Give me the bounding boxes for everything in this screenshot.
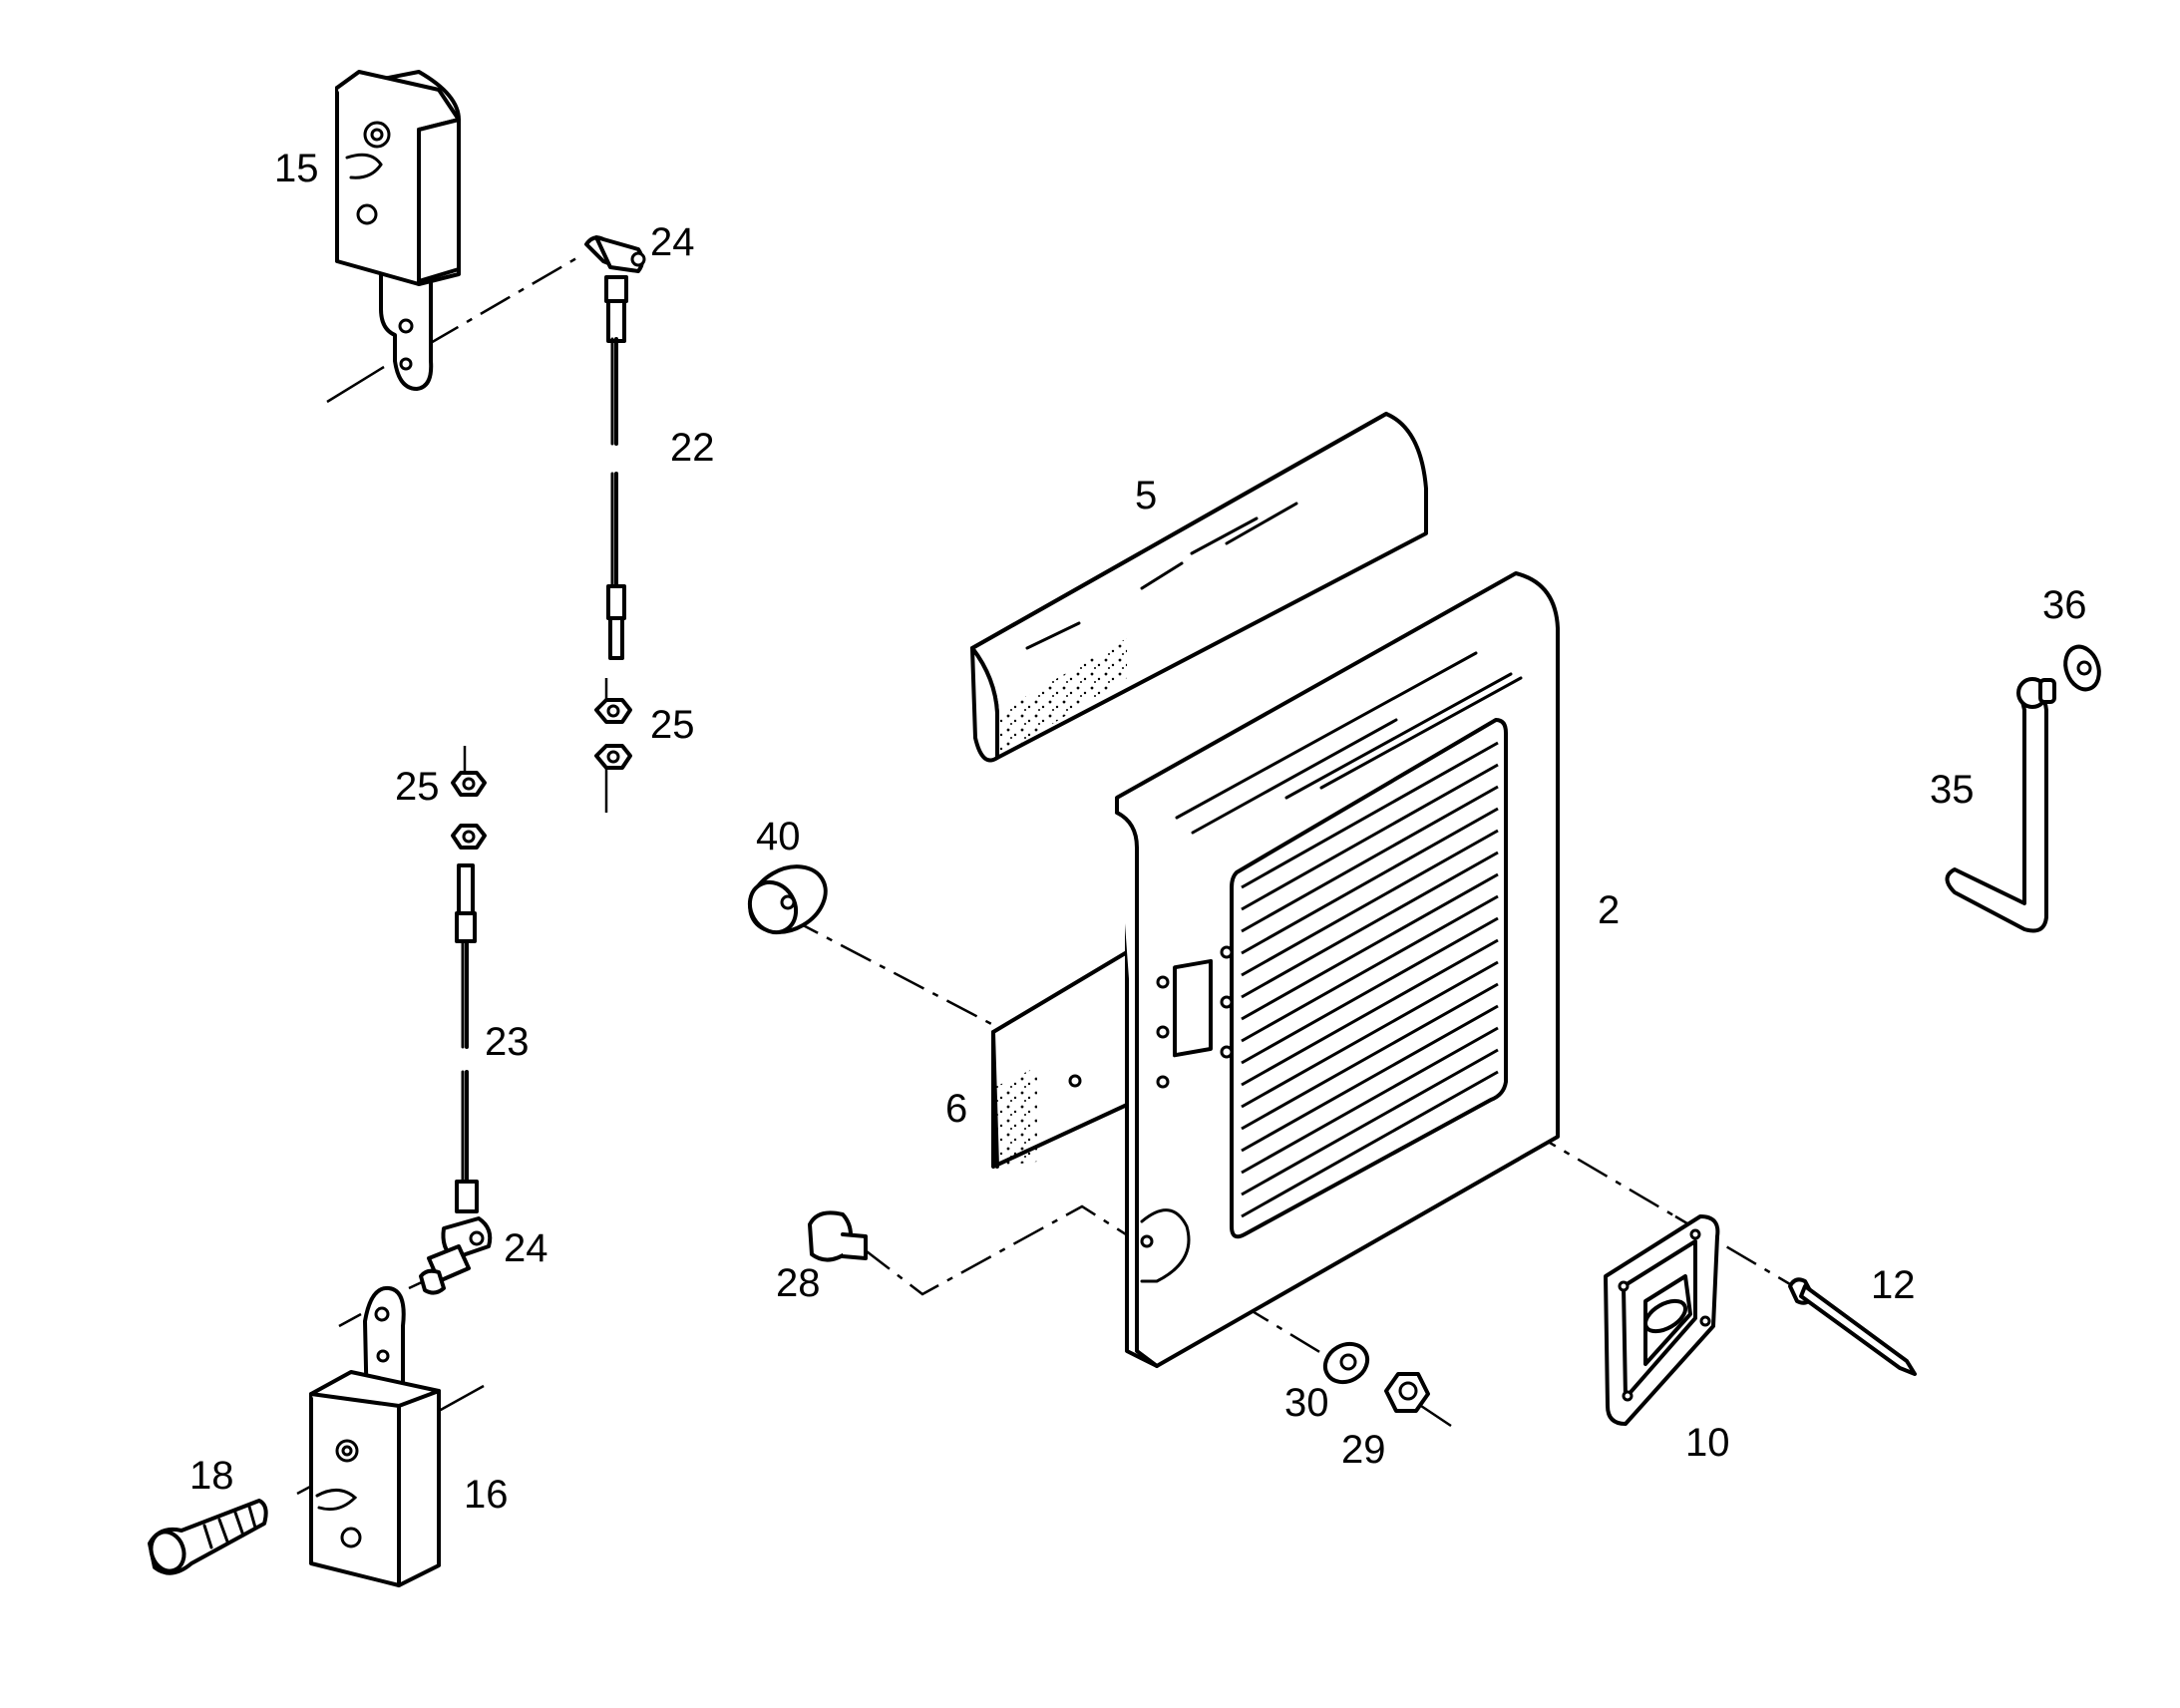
callout-29: 29 [1341,1428,1386,1472]
callout-28: 28 [776,1261,821,1305]
callout-24-bottom: 24 [504,1226,548,1270]
callout-2: 2 [1598,888,1620,932]
callout-6: 6 [945,1087,967,1131]
callout-23: 23 [485,1020,530,1064]
grille-slats [1241,741,1499,1218]
callout-10: 10 [1685,1421,1730,1465]
part-24-cable-fitting-bottom [419,1216,493,1295]
part-35-handle-rod [1945,677,2056,933]
callout-5: 5 [1135,474,1157,517]
part-12-pin [1788,1277,1917,1376]
part-23-lower-cable [455,863,479,1213]
callout-30: 30 [1284,1381,1329,1425]
part-2-door-panel [1115,571,1560,1368]
callouts: 15 24 22 25 25 23 24 16 18 5 40 6 2 28 3… [189,147,2087,1517]
part-10-paddle-latch [1604,1214,1720,1426]
part-22-upper-cable [606,337,626,660]
part-25-nuts-lower [451,771,487,850]
callout-35: 35 [1930,768,1975,812]
part-18-screw [148,1499,268,1575]
callout-25-lower: 25 [395,765,440,809]
callout-12: 12 [1871,1263,1916,1307]
part-16-lower-latch [309,1285,441,1587]
callout-25-upper: 25 [650,703,695,747]
callout-18: 18 [189,1454,234,1498]
part-25-nuts-upper [594,698,632,770]
part-6-side-foam [991,950,1129,1169]
part-28-bumper [808,1210,868,1262]
part-5-top-seal [970,412,1428,763]
part-29-nut [1384,1372,1430,1413]
part-40-cap [747,864,828,935]
part-30-washer [1322,1341,1370,1385]
callout-16: 16 [464,1473,509,1517]
leader-lines [296,252,1791,1496]
callout-24-top: 24 [650,220,695,264]
callout-36: 36 [2042,583,2087,627]
callout-40: 40 [756,815,801,858]
callout-22: 22 [670,426,715,470]
part-24-cable-fitting-top [584,235,646,343]
part-15-upper-latch [335,70,461,391]
callout-15: 15 [274,147,319,190]
part-36-lock-washer [2063,644,2101,692]
